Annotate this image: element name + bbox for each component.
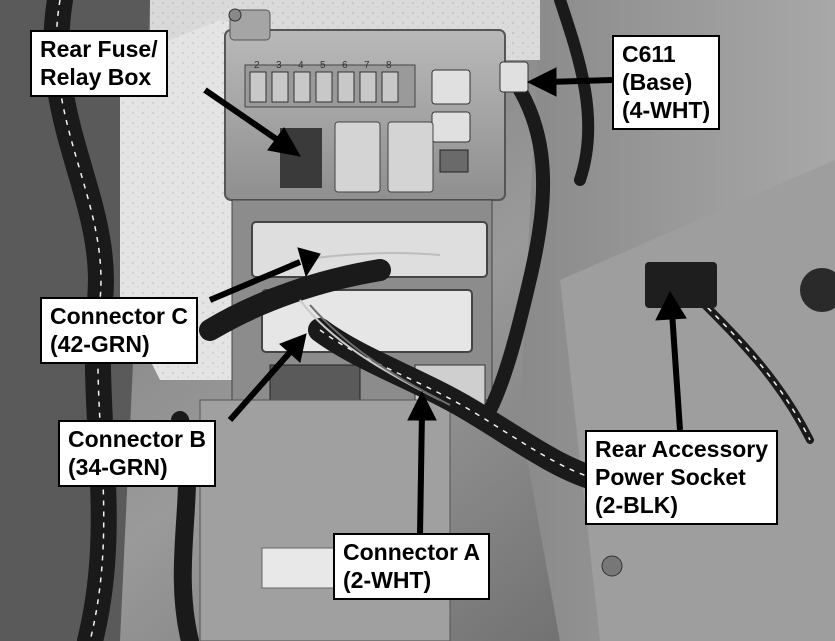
relay [387,121,434,193]
arrow-head [279,333,307,363]
callout-connector-a: Connector A (2-WHT) [333,533,491,600]
callout-line: Connector B [68,426,206,452]
accessory-socket-connector [645,262,717,308]
callout-line: Connector A [343,539,481,565]
callout-line: Rear Accessory [595,436,769,462]
arrow-connector-a [417,411,425,536]
callout-c611: C611 (Base) (4-WHT) [612,35,721,130]
arrow-connector-b [227,348,295,422]
relay [334,121,381,193]
callout-line: Power Socket [595,464,746,490]
part-sticker [261,547,343,589]
grommet [800,268,835,312]
small-fuse [439,149,469,173]
fuse-row: 2 3 4 5 6 7 8 [244,60,416,108]
callout-line: (34-GRN) [68,454,168,480]
arrow-connector-c [208,259,302,303]
callout-line: (Base) [622,69,693,95]
arrow-rear-fuse-box [203,87,287,148]
fuse-number: 2 [254,60,260,71]
metal-bracket [199,399,451,641]
callout-line: Rear Fuse/ [40,36,158,62]
fuse-number: 6 [342,60,348,71]
fuse-number: 4 [298,60,304,71]
bolt [228,8,242,22]
arrow-accessory-socket [669,311,683,431]
callout-line: (4-WHT) [622,97,711,123]
fuse-number: 8 [386,60,392,71]
callout-line: C611 [622,41,676,67]
callout-line: (2-BLK) [595,492,679,518]
arrow-c611 [547,77,613,85]
bolt [601,555,623,577]
fuse-number: 3 [276,60,282,71]
arrow-head [407,390,437,421]
callout-connector-c: Connector C (42-GRN) [40,297,198,364]
callout-line: (42-GRN) [50,331,150,357]
callout-arrows [203,67,687,536]
callout-line: (2-WHT) [343,567,432,593]
callout-connector-b: Connector B (34-GRN) [58,420,216,487]
callout-rear-fuse-box: Rear Fuse/ Relay Box [30,30,168,97]
callout-line: Connector C [50,303,188,329]
arrow-head [267,127,301,157]
callout-line: Relay Box [40,64,152,90]
c611-connector [499,61,529,93]
connector-socket [269,364,361,401]
fuse-number: 5 [320,60,326,71]
arrow-head [297,247,321,278]
callout-rear-accessory-socket: Rear Accessory Power Socket (2-BLK) [585,430,779,525]
fuse-number: 7 [364,60,370,71]
arrow-head [526,67,557,97]
arrow-head [655,290,687,321]
large-fuse [431,69,471,105]
large-fuse [431,111,471,143]
